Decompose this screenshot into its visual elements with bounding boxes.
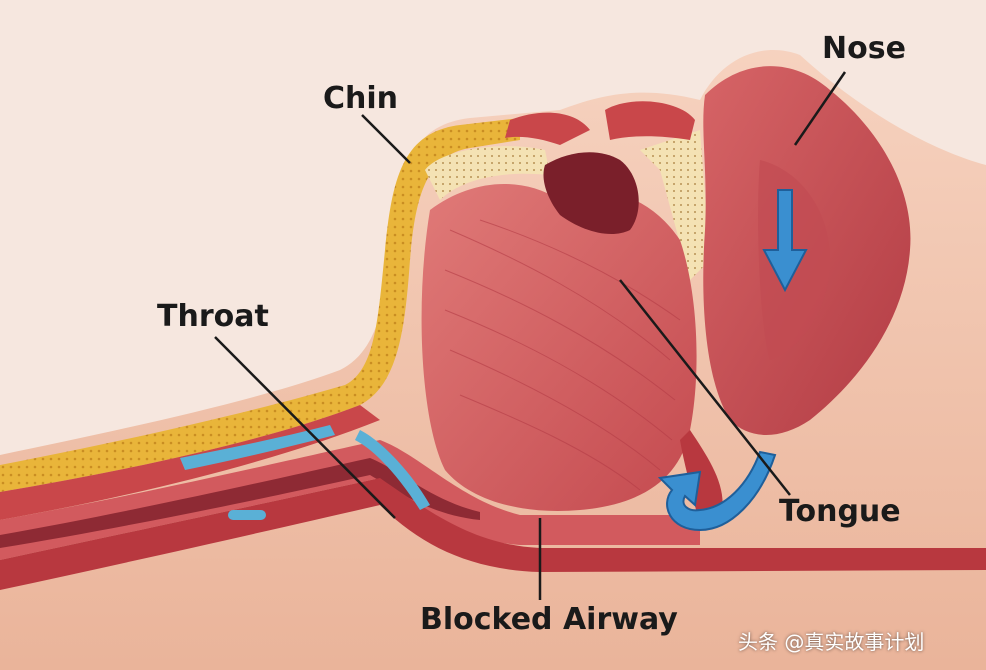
airflow-curved-arrow-icon bbox=[657, 450, 777, 532]
label-chin: Chin bbox=[323, 81, 399, 116]
mouth-cavity bbox=[543, 152, 639, 235]
throat-leader-line bbox=[214, 336, 396, 519]
leader-lines bbox=[214, 71, 847, 600]
palate-bone bbox=[640, 130, 710, 280]
airflow-down-arrow-icon bbox=[762, 189, 808, 293]
fat-layer bbox=[0, 118, 520, 492]
label-nose: Nose bbox=[822, 31, 906, 66]
label-tongue: Tongue bbox=[779, 494, 901, 529]
cartilage-small bbox=[228, 510, 266, 520]
airway-lumen bbox=[0, 458, 480, 548]
airway-tube bbox=[0, 440, 700, 560]
lower-lip bbox=[505, 112, 590, 145]
cartilage bbox=[180, 425, 335, 470]
watermark: 头条 @真实故事计划 bbox=[738, 630, 925, 654]
soft-palate bbox=[680, 430, 723, 530]
nose-leader-line bbox=[793, 71, 847, 146]
tongue-fibers bbox=[444, 219, 681, 491]
cartilage-ring bbox=[355, 430, 430, 510]
tongue-leader-line bbox=[619, 279, 791, 496]
label-blocked-airway: Blocked Airway bbox=[420, 602, 678, 637]
jaw-bone bbox=[425, 146, 550, 200]
lower-muscle bbox=[0, 478, 986, 590]
upper-lip bbox=[605, 101, 695, 140]
label-throat: Throat bbox=[157, 299, 269, 334]
tongue bbox=[421, 183, 697, 511]
chin-leader-line bbox=[361, 114, 411, 164]
